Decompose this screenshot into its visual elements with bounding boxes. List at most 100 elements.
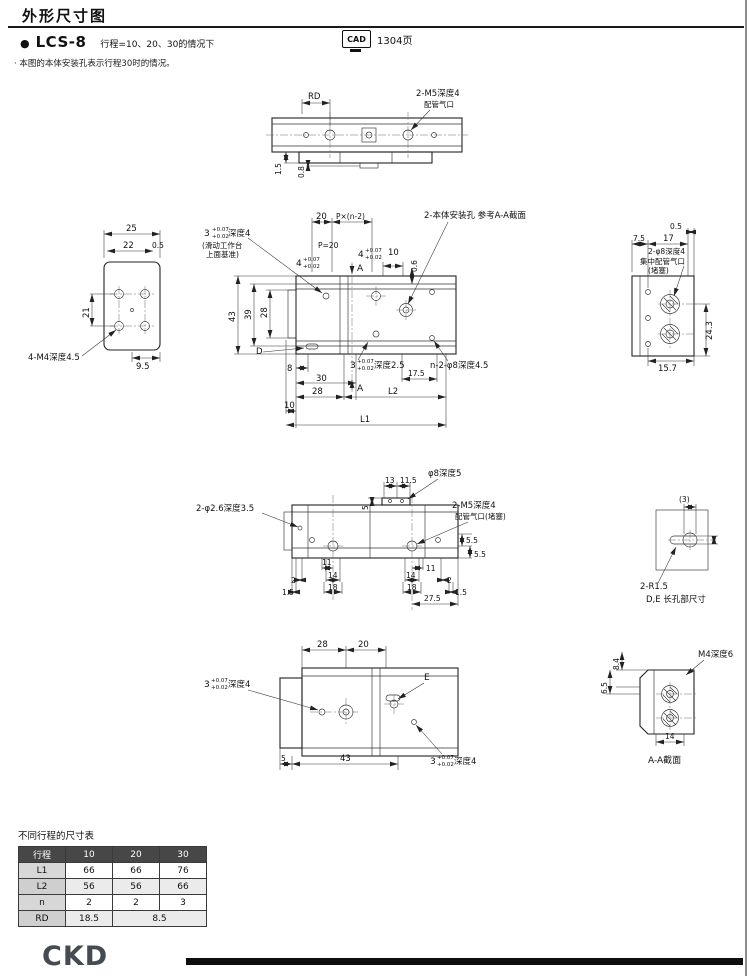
dim-label: P=20 xyxy=(318,241,339,250)
drawing-top-view: RD 2-M5深度4 配管气口 1.5 0.8 xyxy=(266,88,468,178)
tolerance-label: 4 xyxy=(296,259,302,269)
dim-label: 6.5 xyxy=(600,682,609,694)
dim-label: 24.3 xyxy=(705,321,715,340)
view-caption: A-A截面 xyxy=(648,754,681,766)
table-row-label: n xyxy=(18,894,66,911)
tolerance-label: +0.02 xyxy=(303,264,320,270)
tolerance-label: +0.07 xyxy=(365,248,382,254)
tolerance-label: 3 xyxy=(430,757,436,767)
tolerance-label: +0.07 xyxy=(303,257,320,263)
section-label: A xyxy=(357,384,364,394)
dim-label: 14 xyxy=(665,732,675,741)
callout-label: M4深度6 xyxy=(698,649,733,660)
table-cell: 76 xyxy=(159,862,207,879)
callout-label: 2-R1.5 xyxy=(640,582,668,592)
callout-label: 集中配管气口 xyxy=(640,256,685,266)
model-code: LCS-8 xyxy=(35,33,87,51)
footer-bar xyxy=(186,958,743,965)
callout-label: 4-M4深度4.5 xyxy=(28,352,80,363)
dim-label: 21 xyxy=(82,307,92,318)
tolerance-label: +0.07 xyxy=(437,755,454,761)
ckd-logo: CKD xyxy=(42,941,109,972)
tolerance-label: 3 xyxy=(204,229,210,239)
dim-label: 10 xyxy=(388,248,399,258)
dim-label: 10 xyxy=(284,401,295,411)
dim-label: 1.5 xyxy=(274,163,283,175)
dim-label: 11 xyxy=(322,558,332,567)
dim-label: 14 xyxy=(406,571,416,580)
tolerance-label: +0.07 xyxy=(212,227,229,233)
table-header-cell: 行程 xyxy=(18,846,66,863)
model-row: ● LCS-8 行程=10、20、30的情况下 xyxy=(20,33,214,51)
dim-label: 2 xyxy=(291,576,296,585)
dim-label: 28 xyxy=(312,387,323,397)
tolerance-label: +0.02 xyxy=(357,366,374,372)
dim-label: 28 xyxy=(317,640,328,650)
table-row-label: L1 xyxy=(18,862,66,879)
dim-label: 1.5 xyxy=(455,588,467,597)
tolerance-label: +0.02 xyxy=(437,762,454,768)
dim-label: 13 xyxy=(385,476,395,485)
dim-label: P×(n-2) xyxy=(336,212,365,221)
tolerance-label: 3 xyxy=(350,361,356,371)
section-label: D xyxy=(256,347,263,357)
model-bullet: ● xyxy=(20,37,30,50)
mounting-hole-note: · 本图的本体安装孔表示行程30时的情况。 xyxy=(14,59,175,69)
table-cell: 8.5 xyxy=(112,910,207,927)
dim-label: 8 xyxy=(287,364,292,374)
tolerance-label: 深度4 xyxy=(228,679,250,690)
tolerance-label: 深度4 xyxy=(454,756,476,767)
dim-label: 9.5 xyxy=(136,362,150,372)
cad-page-ref: 1304页 xyxy=(377,35,413,47)
cad-icon: CAD xyxy=(342,30,371,52)
callout-label: 2-M5深度4 xyxy=(416,88,460,99)
stroke-dimension-table-block: 不同行程的尺寸表 行程 10 20 30 L1 66 66 76 L2 56 5… xyxy=(18,828,207,927)
drawing-slot-detail: (3) 2-R1.5 D,E 长孔部尺寸 xyxy=(640,495,718,605)
tolerance-label: 4 xyxy=(358,250,364,260)
dim-label: 17.5 xyxy=(408,369,425,378)
table-cell: 3 xyxy=(159,894,207,911)
dim-label: 28 xyxy=(260,307,270,318)
table-row: L2 56 56 66 xyxy=(18,878,207,895)
view-caption: D,E 长孔部尺寸 xyxy=(646,594,706,605)
tolerance-label: +0.07 xyxy=(211,678,228,684)
dim-label: 15.7 xyxy=(658,364,677,374)
dim-label: 20 xyxy=(316,212,327,222)
tolerance-label: +0.02 xyxy=(212,234,229,240)
callout-label: 2-φ8深度4 xyxy=(648,246,685,256)
tolerance-label: 3 xyxy=(204,680,210,690)
header-divider xyxy=(8,26,744,28)
page-title: 外形尺寸图 xyxy=(22,7,108,25)
dim-label: L1 xyxy=(360,415,370,425)
table-header-cell: 30 xyxy=(159,846,207,863)
page-edge-line xyxy=(745,0,747,976)
table-cell: 2 xyxy=(65,894,113,911)
dim-label: 30 xyxy=(316,374,327,384)
dim-label: 17 xyxy=(663,234,674,244)
dim-label: (3) xyxy=(679,495,690,504)
callout-label: 2-本体安装孔 参考A-A截面 xyxy=(424,210,527,221)
table-row-label: L2 xyxy=(18,878,66,895)
drawing-front-view: A A 20 P×(n-2) 3 +0.07 +0.02 深度4 (滑动工作台 … xyxy=(202,210,527,428)
section-label: A xyxy=(357,264,364,274)
dim-label: 5.5 xyxy=(466,536,478,545)
table-row: RD 18.5 8.5 xyxy=(18,910,207,927)
callout-label: n-2-φ8深度4.5 xyxy=(430,360,488,371)
dim-label: 43 xyxy=(340,754,351,764)
callout-label: 配管气口 xyxy=(424,99,454,109)
table-header-row: 行程 10 20 30 xyxy=(18,846,207,863)
callout-label: 配管气口(堵塞) xyxy=(455,511,506,521)
dim-label: 2 xyxy=(447,576,452,585)
callout-label: 2-M5深度4 xyxy=(452,500,496,511)
cad-icon-label: CAD xyxy=(347,34,366,44)
table-header-cell: 10 xyxy=(65,846,113,863)
table-row-label: RD xyxy=(18,910,66,927)
dim-label: 27.5 xyxy=(424,594,441,603)
callout-label: 上面基准) xyxy=(206,249,239,259)
dim-label: RD xyxy=(308,92,321,102)
table-cell: 66 xyxy=(112,862,160,879)
callout-label: φ8深度5 xyxy=(428,468,461,479)
tolerance-label: +0.07 xyxy=(357,359,374,365)
